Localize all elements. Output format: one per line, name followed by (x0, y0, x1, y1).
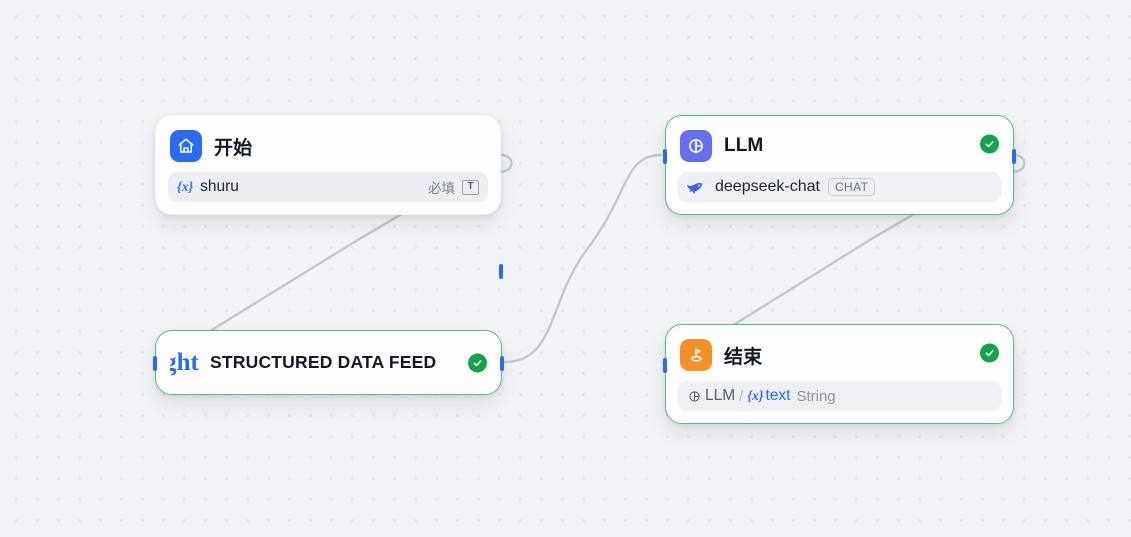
node-structured-title: STRUCTURED DATA FEED (210, 352, 437, 372)
end-output-source: LLM (705, 387, 736, 404)
llm-circle-icon (687, 389, 702, 404)
node-start[interactable]: 开始 {x} shuru 必填 T (155, 115, 503, 279)
end-output-var-name: text (765, 387, 791, 404)
node-end-title: 结束 (724, 346, 763, 368)
required-label: 必填 (428, 181, 455, 196)
structured-output-handle[interactable] (500, 356, 504, 371)
start-variable-name: shuru (200, 178, 239, 195)
node-llm-title: LLM (724, 135, 764, 156)
node-start-title: 开始 (214, 137, 253, 159)
status-badge-structured (468, 353, 487, 372)
variable-prefix-icon: {x} (747, 388, 764, 403)
node-structured-header: ght STRUCTURED DATA FEED (156, 331, 501, 394)
home-icon (170, 130, 202, 162)
node-llm-header: LLM (666, 116, 1013, 172)
node-llm-body: deepseek-chat CHAT (666, 172, 1013, 214)
end-flag-icon (680, 339, 712, 371)
node-structured-data-feed[interactable]: ght STRUCTURED DATA FEED (153, 330, 504, 395)
edge-structured-to-llm (503, 153, 663, 364)
node-end-header: 结束 (666, 325, 1013, 381)
status-badge-end (980, 343, 999, 363)
start-variable-row[interactable]: {x} shuru 必填 T (168, 172, 488, 202)
node-llm[interactable]: LLM deepseek-chat CHAT (663, 115, 1016, 215)
status-badge-llm (980, 134, 999, 154)
end-output-reference: LLM / {x} text String (687, 387, 836, 405)
end-output-separator: / (739, 387, 744, 405)
ht-logo-icon: ght (170, 349, 199, 376)
structured-input-handle[interactable] (153, 356, 157, 371)
deepseek-whale-icon (687, 179, 706, 196)
llm-model-tag: CHAT (827, 178, 876, 196)
end-input-handle[interactable] (663, 358, 667, 373)
node-start-body: {x} shuru 必填 T (156, 172, 500, 214)
node-end[interactable]: 结束 LLM / (663, 324, 1014, 424)
variable-prefix-icon: {x} (177, 179, 194, 194)
llm-model-row[interactable]: deepseek-chat CHAT (678, 172, 1001, 202)
llm-circle-icon (680, 130, 712, 162)
node-start-header: 开始 (156, 116, 500, 172)
end-output-var-type: String (796, 387, 836, 405)
end-output-row[interactable]: LLM / {x} text String (678, 381, 1001, 411)
start-output-handle[interactable] (499, 264, 503, 279)
node-end-body: LLM / {x} text String (666, 381, 1013, 423)
text-type-icon: T (462, 179, 479, 195)
llm-output-handle[interactable] (1012, 149, 1016, 164)
llm-model-name: deepseek-chat (715, 178, 820, 195)
llm-input-handle[interactable] (663, 149, 667, 164)
